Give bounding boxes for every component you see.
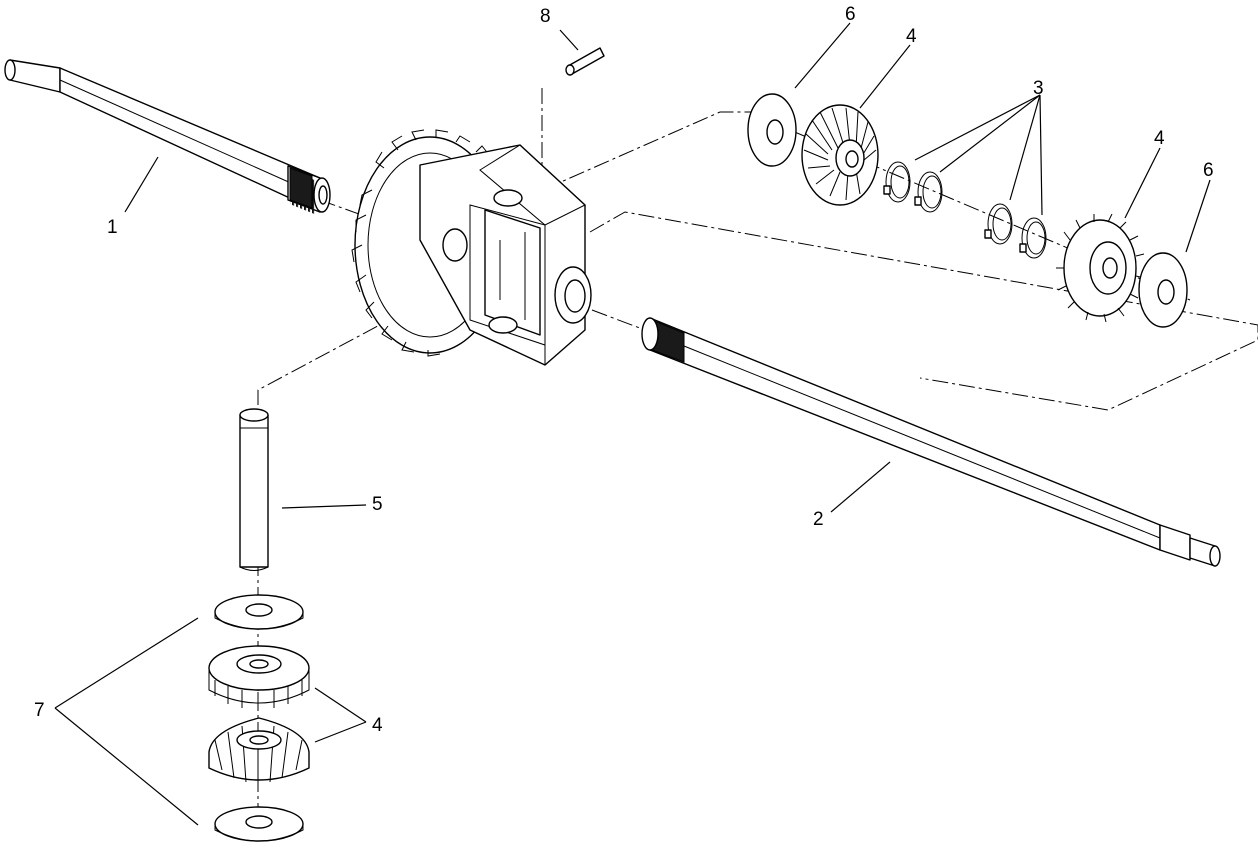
axle-shaft-left [4, 59, 331, 215]
leader-lines [54, 22, 1211, 826]
bevel-gear-right [1056, 213, 1145, 323]
retaining-ring-4 [1019, 217, 1047, 259]
callout-3: 3 [1033, 78, 1044, 99]
callout-1: 1 [107, 217, 118, 238]
differential-housing [351, 129, 592, 366]
retaining-ring-1 [883, 161, 911, 203]
callout-8: 8 [540, 6, 551, 27]
callouts: 1 2 3 4 4 4 5 6 6 7 8 [34, 4, 1214, 736]
pinion-shaft [239, 408, 269, 571]
callout-4-bottom: 4 [372, 715, 383, 736]
thrust-washer-bottom-upper [214, 594, 304, 630]
roll-pin [565, 47, 605, 76]
callout-5: 5 [372, 494, 383, 515]
pinion-gear-bottom-lower [208, 717, 310, 784]
callout-6-right: 6 [1203, 160, 1214, 181]
bevel-gear-upper [801, 104, 879, 206]
thrust-washer-right [1138, 252, 1188, 328]
retaining-ring-2 [914, 171, 943, 213]
thrust-washer-bottom-lower [214, 806, 304, 842]
thrust-washer-upper [747, 93, 797, 167]
pinion-gear-bottom-upper [208, 645, 310, 710]
retaining-ring-3 [984, 203, 1013, 245]
callout-6-top: 6 [845, 4, 856, 25]
callout-7: 7 [34, 700, 45, 721]
callout-4-top: 4 [906, 26, 917, 47]
callout-2: 2 [813, 509, 824, 530]
callout-4-right: 4 [1154, 128, 1165, 149]
axle-shaft-right [641, 317, 1221, 567]
